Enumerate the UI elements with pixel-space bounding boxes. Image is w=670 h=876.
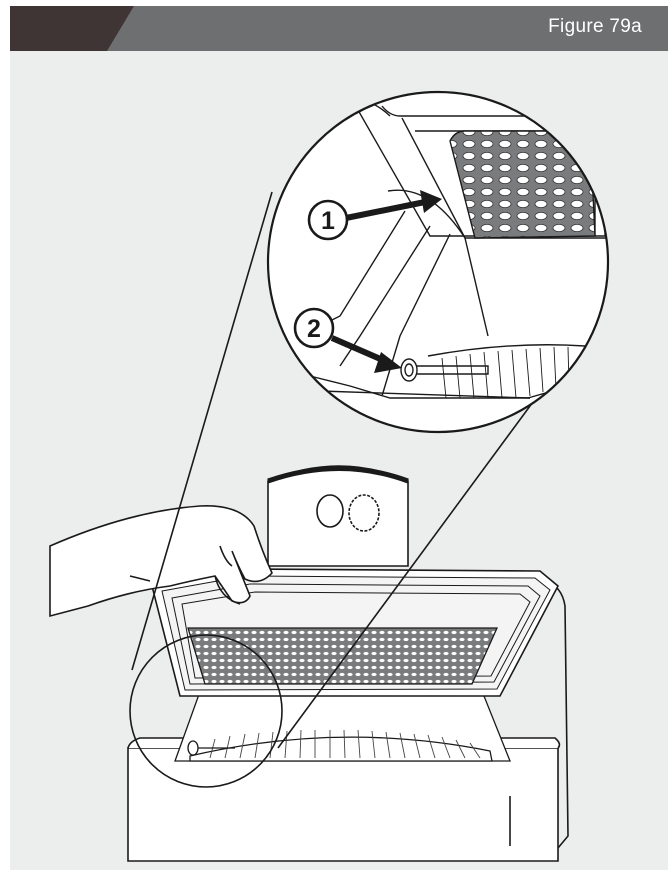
callout-badge-2: 2 (293, 307, 335, 349)
detail-highlight-circle (129, 634, 283, 788)
callout-number-1: 1 (321, 207, 335, 235)
callout-badge-1: 1 (307, 199, 349, 241)
zoom-connector-lines (131, 191, 559, 749)
callout-arrow-1 (345, 190, 442, 221)
manual-page: Figure 79a (10, 6, 668, 870)
back-housing (267, 465, 409, 567)
callout-number-2: 2 (307, 315, 321, 343)
appliance-illustration: 1 2 (49, 90, 610, 862)
callout-arrow-2 (330, 335, 402, 373)
header-bar-shape (10, 6, 668, 51)
zoom-detail-circle (266, 90, 610, 434)
inner-cavity (174, 685, 511, 762)
figure-label: Figure 79a (548, 16, 642, 37)
hand-drawing (49, 505, 273, 618)
filter-lid (151, 568, 560, 697)
figure-header-bar: Figure 79a (10, 6, 668, 51)
